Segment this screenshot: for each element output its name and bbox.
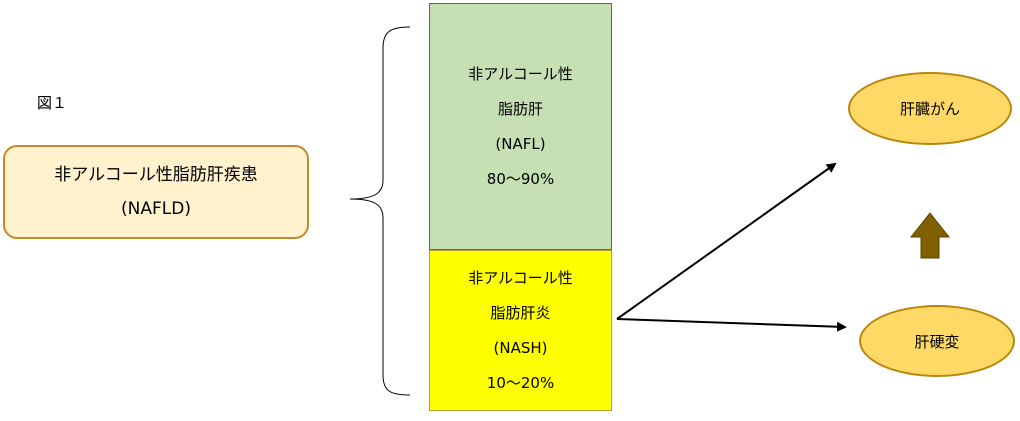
nafld-box: 非アルコール性脂肪肝疾患 (NAFLD) (3, 145, 309, 239)
nash-line2: 脂肪肝炎 (490, 303, 551, 322)
nafld-abbrev: (NAFLD) (121, 199, 191, 219)
up-arrow (909, 212, 951, 259)
nafl-percent: 80〜90% (486, 169, 555, 188)
liver-cancer-label: 肝臓がん (899, 100, 960, 118)
nafl-line1: 非アルコール性 (468, 64, 573, 83)
liver-cancer-node: 肝臓がん (848, 72, 1012, 145)
nash-box: 非アルコール性 脂肪肝炎 (NASH) 10〜20% (429, 250, 612, 411)
nafld-title: 非アルコール性脂肪肝疾患 (54, 165, 258, 185)
curly-brace (349, 26, 411, 396)
nash-line1: 非アルコール性 (468, 268, 573, 287)
nash-abbrev: (NASH) (493, 338, 548, 357)
nash-percent: 10〜20% (486, 373, 555, 392)
nafl-box: 非アルコール性 脂肪肝 (NAFL) 80〜90% (429, 3, 612, 250)
figure-label: 図１ (37, 94, 68, 112)
nafl-line2: 脂肪肝 (497, 99, 543, 118)
nafl-abbrev: (NAFL) (495, 134, 546, 153)
cirrhosis-node: 肝硬変 (859, 305, 1015, 377)
arrow-to-liver-cancer (616, 162, 837, 320)
cirrhosis-label: 肝硬変 (914, 332, 960, 351)
arrow-to-cirrhosis (616, 318, 847, 332)
